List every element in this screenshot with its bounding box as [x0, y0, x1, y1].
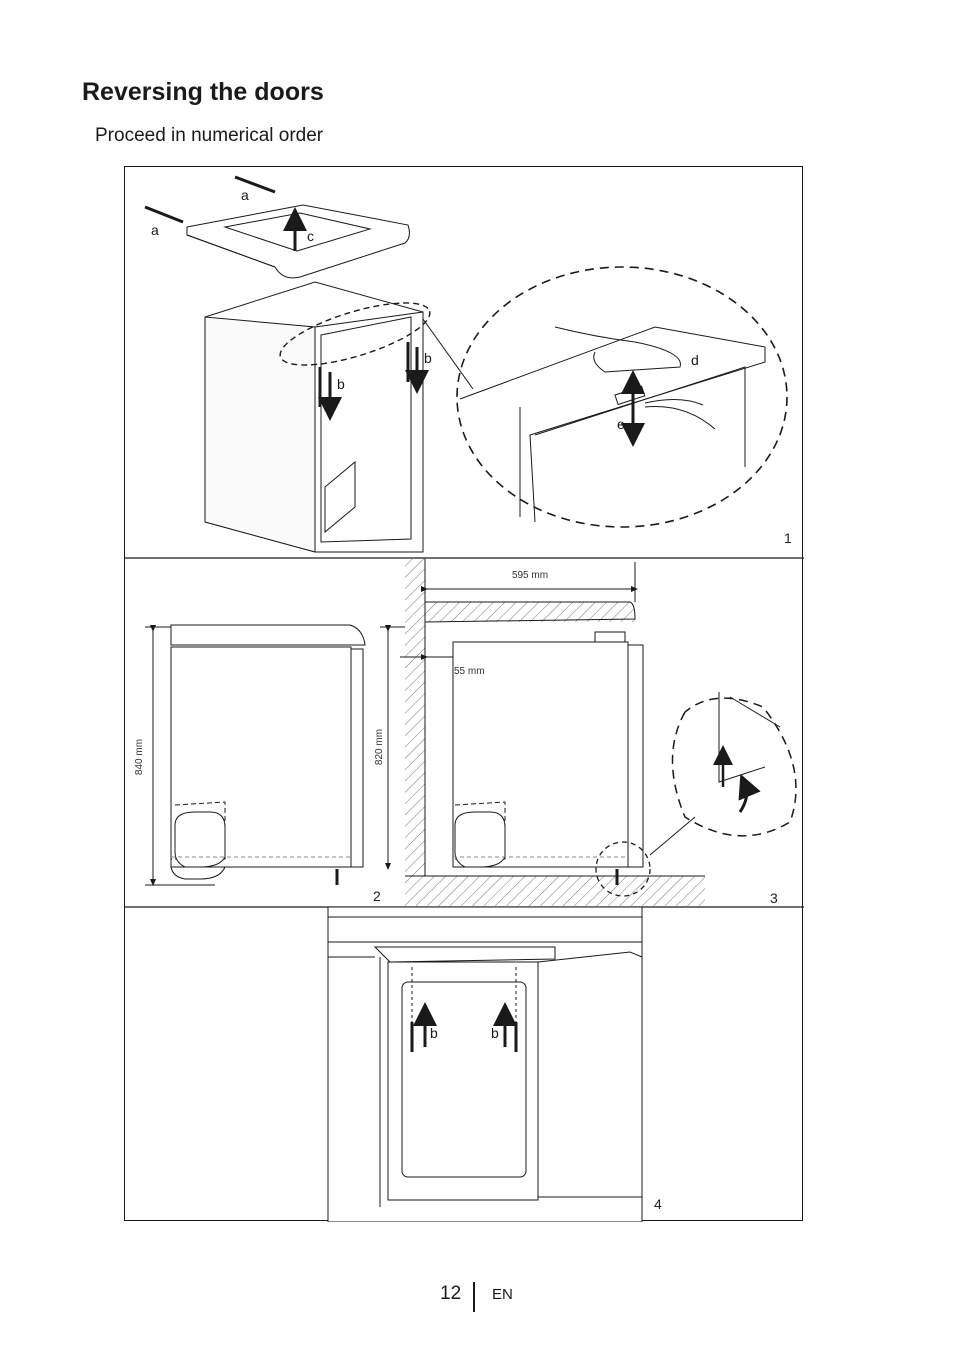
panel-4 — [327, 906, 643, 1223]
panel-number-4: 4 — [654, 1196, 662, 1212]
dimension-820: 820 mm — [374, 729, 385, 765]
callout-b: b — [430, 1025, 438, 1041]
callout-e: e — [617, 416, 625, 432]
page-number: 12 — [440, 1283, 462, 1304]
panel-number-1: 1 — [784, 530, 792, 546]
callout-a: a — [241, 187, 249, 203]
panel-2 — [145, 558, 797, 906]
footer-divider — [473, 1282, 475, 1312]
panel-number-2: 2 — [373, 888, 381, 904]
panel-number-3: 3 — [770, 890, 778, 906]
dimension-840: 840 mm — [134, 739, 145, 775]
callout-b: b — [337, 376, 345, 392]
callout-b: b — [424, 350, 432, 366]
callout-a: a — [151, 222, 159, 238]
callout-c: c — [307, 228, 314, 244]
language-code: EN — [492, 1286, 513, 1303]
callout-d: d — [691, 352, 699, 368]
instruction-figure: a a c b b d e 1 — [124, 166, 804, 1223]
instruction-diagram: a a c b b d e 1 — [125, 175, 804, 1223]
page-title: Reversing the doors — [82, 78, 324, 106]
panel-1 — [144, 175, 788, 553]
dimension-55: 55 mm — [454, 666, 485, 677]
callout-b: b — [491, 1025, 499, 1041]
dimension-595: 595 mm — [512, 570, 548, 581]
page-subtitle: Proceed in numerical order — [95, 125, 324, 146]
